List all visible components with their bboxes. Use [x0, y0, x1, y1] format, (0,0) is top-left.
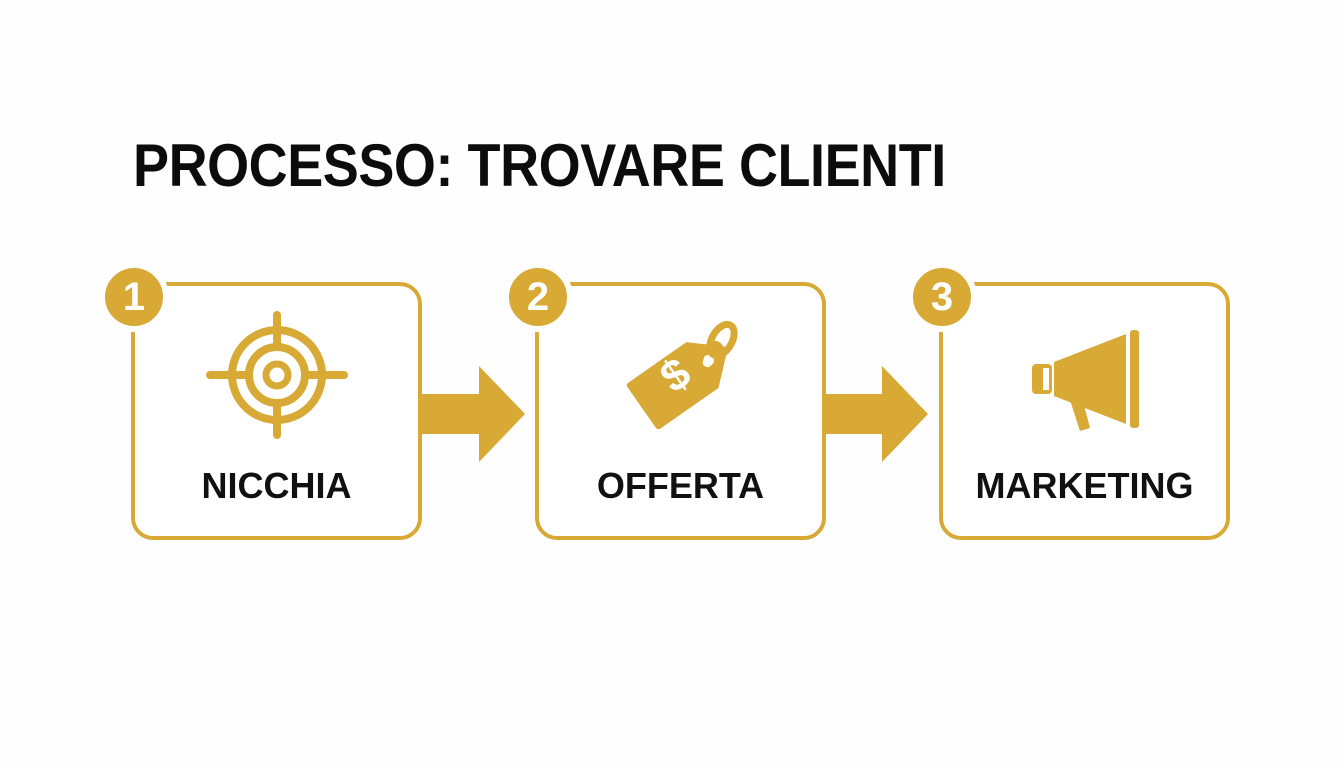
- step-marketing: 3 MARKETING: [907, 262, 1230, 540]
- step-label: MARKETING: [975, 465, 1194, 506]
- step-offerta: 2 $ OFFERTA: [503, 262, 826, 540]
- step-nicchia: 1 NICCHIA: [99, 262, 422, 540]
- step-label: OFFERTA: [596, 465, 765, 506]
- target-icon: [205, 311, 348, 439]
- price-tag-icon: $: [626, 320, 738, 430]
- step-label: NICCHIA: [201, 465, 352, 506]
- step-number-badge: 2: [503, 262, 573, 332]
- step-number-badge: 1: [99, 262, 169, 332]
- arrow-right-icon: [421, 366, 525, 462]
- page-title: PROCESSO: TROVARE CLIENTI: [133, 132, 946, 199]
- arrow-right-icon: [824, 366, 928, 462]
- step-number-badge: 3: [907, 262, 977, 332]
- megaphone-icon: [1031, 330, 1139, 431]
